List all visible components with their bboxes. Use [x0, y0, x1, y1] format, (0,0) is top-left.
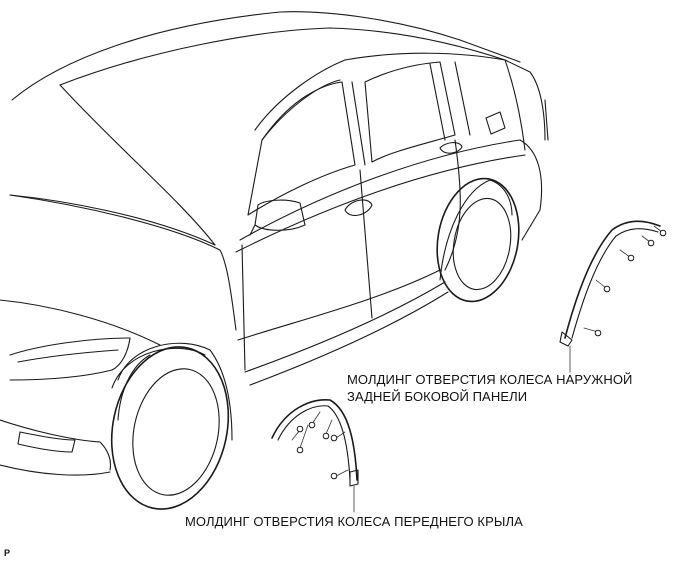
- front-wheel: [110, 346, 230, 510]
- car-body-outline: [0, 11, 549, 476]
- rear-wheel: [436, 177, 520, 303]
- rear-molding-clip: [641, 235, 655, 247]
- front-molding-clip: [291, 425, 304, 441]
- rear-molding-clip: [619, 249, 635, 262]
- rear-molding-label-line1: МОЛДИНГ ОТВЕРСТИЯ КОЛЕСА НАРУЖНОЙ: [347, 372, 633, 387]
- front-wheel-molding: [271, 399, 359, 513]
- front-molding-clip: [330, 431, 346, 442]
- front-molding-clip: [308, 411, 321, 429]
- rear-molding-clip: [595, 279, 611, 293]
- rear-wheel-molding: [559, 220, 667, 373]
- rear-molding-label-line2: ЗАДНЕЙ БОКОВОЙ ПАНЕЛИ: [347, 389, 528, 404]
- corner-mark: P: [4, 548, 11, 558]
- rear-molding-clip: [653, 225, 667, 237]
- front-molding-label: МОЛДИНГ ОТВЕРСТИЯ КОЛЕСА ПЕРЕДНЕГО КРЫЛА: [185, 514, 523, 529]
- rear-molding-label: МОЛДИНГ ОТВЕРСТИЯ КОЛЕСА НАРУЖНОЙ ЗАДНЕЙ…: [347, 371, 633, 405]
- front-molding-clip: [322, 419, 333, 440]
- rear-molding-clip: [583, 327, 602, 337]
- front-molding-clip: [330, 469, 349, 480]
- front-molding-clip: [296, 424, 309, 454]
